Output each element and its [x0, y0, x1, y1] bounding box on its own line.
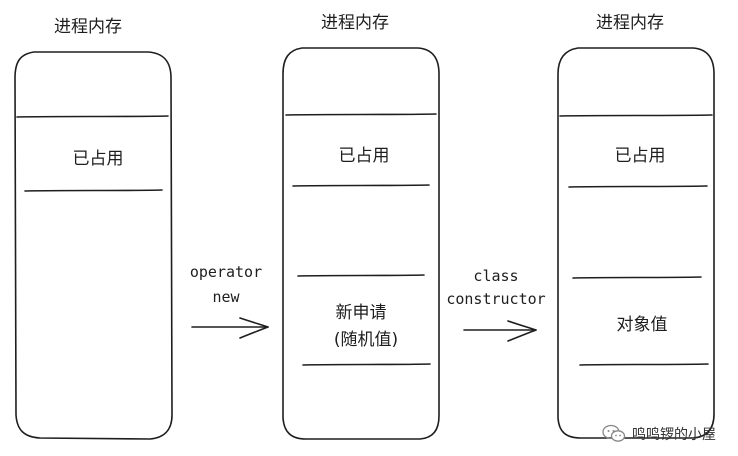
column-1-divider-bottom — [24, 189, 163, 192]
watermark-text: 鸣鸣锣的小屋 — [632, 427, 716, 443]
column-1-title: 进程内存 — [54, 17, 122, 37]
column-3-box — [557, 47, 715, 439]
column-2-box — [282, 47, 440, 440]
arrow-1-label-line1: operator — [190, 263, 262, 281]
wechat-icon — [602, 424, 626, 442]
arrow-2-label-line1: class — [473, 267, 518, 285]
column-3-divider-obj-top — [572, 276, 702, 279]
watermark: 鸣鸣锣的小屋 — [602, 424, 716, 444]
column-1-occupied-label: 已占用 — [73, 149, 124, 169]
column-3-occupied-label: 已占用 — [615, 146, 666, 166]
column-2-title: 进程内存 — [321, 13, 389, 33]
column-2-divider-top — [285, 113, 437, 116]
column-2-new-block-line2: (随机值) — [334, 330, 398, 350]
column-2-divider-mid — [292, 184, 430, 187]
column-3-divider-obj-bottom — [579, 363, 709, 366]
column-3-divider-mid — [568, 185, 708, 188]
arrow-1-label-line2: new — [212, 288, 240, 306]
column-1-box — [14, 51, 173, 440]
column-2-divider-new-top — [297, 274, 425, 277]
column-2-occupied-label: 已占用 — [339, 146, 390, 166]
column-2-new-block-line1: 新申请 — [336, 303, 387, 323]
column-3-title: 进程内存 — [596, 13, 664, 33]
column-3-divider-top — [559, 114, 713, 117]
arrow-1 — [191, 317, 269, 339]
column-3-object-label: 对象值 — [617, 315, 668, 335]
arrow-2 — [463, 320, 537, 342]
column-2-divider-new-bottom — [302, 363, 431, 366]
column-1-divider-top — [16, 115, 169, 118]
arrow-2-label-line2: constructor — [446, 290, 545, 308]
